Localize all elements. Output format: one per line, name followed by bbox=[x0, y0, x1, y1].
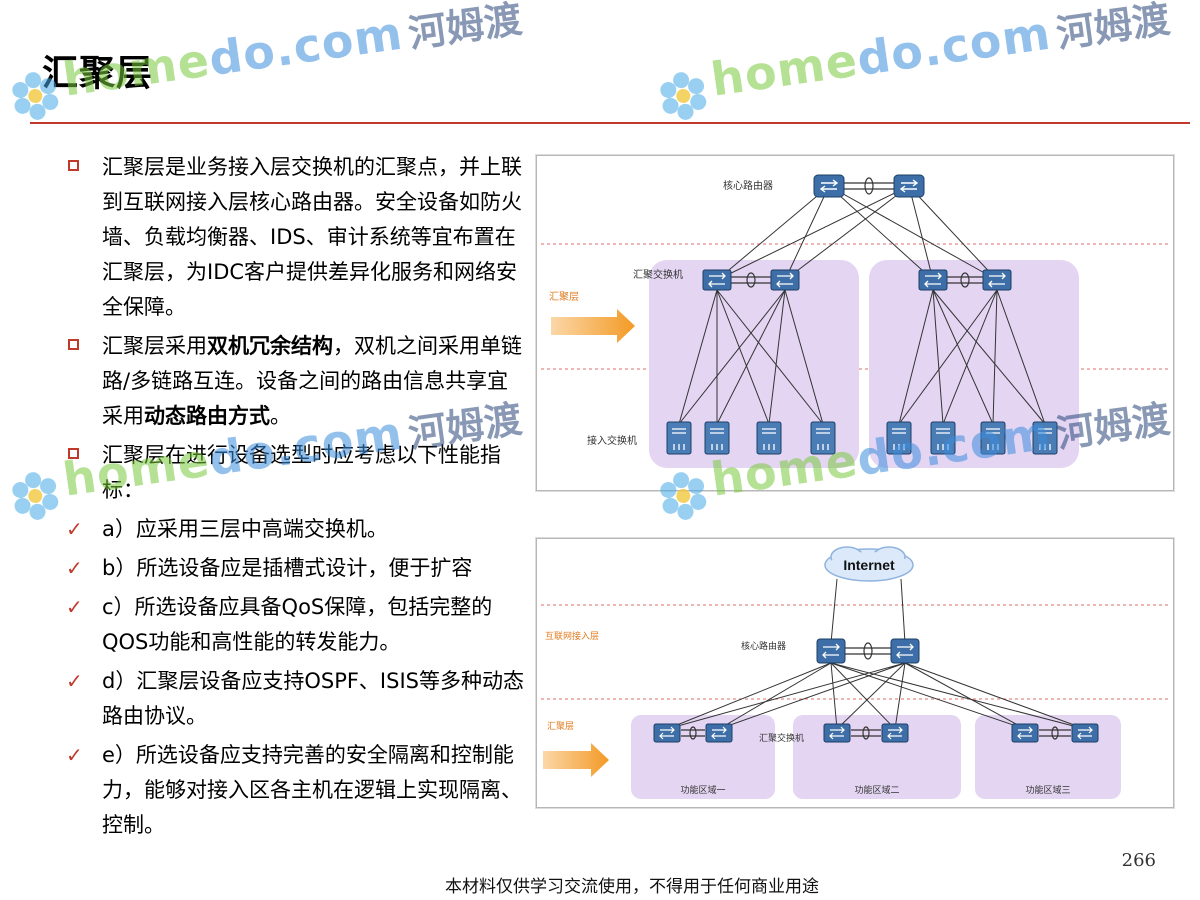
watermark-text-b: do.com bbox=[853, 5, 1055, 87]
checkmark-icon: ✓ bbox=[66, 743, 83, 767]
bullet-text-mid: ，双机之间采用单链路/多链路互连。设备之间的路由信息共享宜采用 bbox=[102, 334, 522, 428]
internet-access-topology-diagram: Internet 互联网接入层 核心路由器 汇 bbox=[536, 538, 1174, 808]
bullet-text: 汇聚层是业务接入层交换机的汇聚点，并上联到互联网接入层核心路由器。安全设备如防火… bbox=[102, 155, 522, 319]
sub-item-text: d）汇聚层设备应支持OSPF、ISIS等多种动态路由协议。 bbox=[102, 669, 524, 728]
agg-switch-label: 汇聚交换机 bbox=[633, 268, 683, 281]
aggregation-topology-diagram: 核心路由器 汇聚交换机 汇聚层 接入交换机 bbox=[536, 155, 1174, 491]
watermark-text-a: home bbox=[707, 32, 862, 107]
agg-layer-label-2: 汇聚层 bbox=[547, 721, 574, 732]
zone-label: 功能区域二 bbox=[854, 784, 899, 796]
internet-label: Internet bbox=[843, 557, 895, 573]
square-bullet-icon bbox=[68, 160, 79, 171]
checkmark-icon: ✓ bbox=[66, 517, 83, 541]
sub-item-text: c）所选设备应具备QoS保障，包括完整的QOS功能和高性能的转发能力。 bbox=[102, 595, 493, 654]
watermark-text-cn: 河姆渡 bbox=[405, 0, 525, 57]
sub-item-text: e）所选设备应支持完善的安全隔离和控制能力，能够对接入区各主机在逻辑上实现隔离、… bbox=[102, 743, 522, 837]
sub-item-text: b）所选设备应是插槽式设计，便于扩容 bbox=[102, 556, 473, 580]
watermark-text-cn: 河姆渡 bbox=[1053, 0, 1173, 57]
bullet-item: 汇聚层采用双机冗余结构，双机之间采用单链路/多链路互连。设备之间的路由信息共享宜… bbox=[64, 329, 524, 434]
sub-item: ✓ e）所选设备应支持完善的安全隔离和控制能力，能够对接入区各主机在逻辑上实现隔… bbox=[64, 738, 524, 843]
checkmark-icon: ✓ bbox=[66, 669, 83, 693]
checkmark-icon: ✓ bbox=[66, 556, 83, 580]
bullet-text-post: 。 bbox=[270, 404, 291, 428]
bullet-text-pre: 汇聚层采用 bbox=[102, 334, 207, 358]
flower-logo-icon bbox=[12, 471, 59, 520]
agg-switch-label-2: 汇聚交换机 bbox=[759, 732, 804, 744]
footer-disclaimer: 本材料仅供学习交流使用，不得用于任何商业用途 bbox=[445, 877, 819, 897]
zone-label: 功能区域三 bbox=[1025, 784, 1070, 796]
core-router-label-2: 核心路由器 bbox=[741, 640, 786, 652]
bullet-text: 汇聚层在进行设备选型时应考虑以下性能指标： bbox=[102, 443, 501, 502]
sub-item: ✓ a）应采用三层中高端交换机。 bbox=[64, 512, 524, 547]
core-router-label: 核心路由器 bbox=[723, 179, 773, 192]
sub-item: ✓ d）汇聚层设备应支持OSPF、ISIS等多种动态路由协议。 bbox=[64, 664, 524, 734]
sub-item: ✓ c）所选设备应具备QoS保障，包括完整的QOS功能和高性能的转发能力。 bbox=[64, 590, 524, 660]
flower-logo-icon bbox=[660, 71, 707, 120]
zone-label: 功能区域一 bbox=[680, 784, 725, 796]
watermark-text-b: do.com bbox=[205, 5, 407, 87]
internet-access-layer-label: 互联网接入层 bbox=[545, 630, 599, 642]
access-switch-label: 接入交换机 bbox=[587, 434, 637, 447]
sub-item-text: a）应采用三层中高端交换机。 bbox=[102, 517, 388, 541]
watermark: homedo.com河姆渡 bbox=[652, 0, 1174, 125]
square-bullet-icon bbox=[68, 448, 79, 459]
page-number: 266 bbox=[1121, 850, 1156, 871]
slide-title: 汇聚层 bbox=[42, 53, 154, 94]
bullet-bold-text: 动态路由方式 bbox=[144, 404, 270, 428]
square-bullet-icon bbox=[68, 339, 79, 350]
bullet-item: 汇聚层是业务接入层交换机的汇聚点，并上联到互联网接入层核心路由器。安全设备如防火… bbox=[64, 150, 524, 325]
sub-item: ✓ b）所选设备应是插槽式设计，便于扩容 bbox=[64, 551, 524, 586]
checkmark-icon: ✓ bbox=[66, 595, 83, 619]
bullet-item: 汇聚层在进行设备选型时应考虑以下性能指标： bbox=[64, 438, 524, 508]
agg-layer-label: 汇聚层 bbox=[549, 290, 579, 303]
bullet-bold-text: 双机冗余结构 bbox=[207, 334, 333, 358]
title-divider bbox=[30, 122, 1190, 124]
bullet-list: 汇聚层是业务接入层交换机的汇聚点，并上联到互联网接入层核心路由器。安全设备如防火… bbox=[64, 150, 524, 843]
